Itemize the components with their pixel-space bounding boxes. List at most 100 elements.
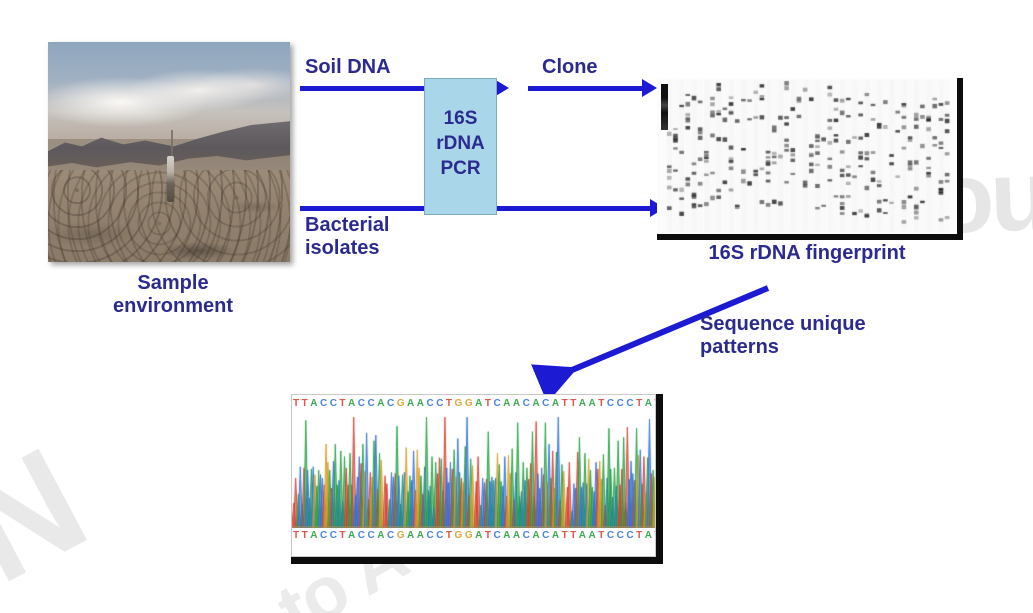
base-letter: A xyxy=(532,530,541,541)
base-letter: C xyxy=(493,398,502,409)
base-letter: T xyxy=(339,530,347,541)
clone-arrow-line xyxy=(528,86,642,91)
base-letter: C xyxy=(606,530,615,541)
base-letter: C xyxy=(493,530,502,541)
base-letter: T xyxy=(293,398,300,409)
sample-environment-photo xyxy=(48,42,290,262)
base-letter: T xyxy=(636,398,643,409)
photo-sky xyxy=(48,42,290,139)
base-call-strip-bottom: TTACCTACCACGAACCTGGATCAACACATTAATCCCTATT… xyxy=(292,528,655,543)
sequence-arrow xyxy=(531,285,770,404)
base-letter: T xyxy=(561,530,569,541)
base-letter: A xyxy=(551,530,560,541)
base-letter: A xyxy=(578,398,587,409)
base-letter: C xyxy=(329,530,338,541)
base-letter: C xyxy=(626,530,635,541)
soil-dna-arrow-head xyxy=(494,79,509,97)
base-letter: A xyxy=(348,398,356,409)
base-letter: A xyxy=(348,530,356,541)
gel-marker-ladder xyxy=(661,84,668,130)
base-letter: A xyxy=(644,398,653,409)
pcr-step-label: 16S rDNA PCR xyxy=(436,108,485,179)
base-letter: A xyxy=(406,530,415,541)
base-letter: C xyxy=(542,530,550,541)
base-letter: T xyxy=(445,398,453,409)
clone-label: Clone xyxy=(542,56,598,78)
base-letter: C xyxy=(367,398,376,409)
base-letter: T xyxy=(484,530,492,541)
chromatogram-baseline xyxy=(292,526,655,528)
base-letter: A xyxy=(503,530,511,541)
base-letter: C xyxy=(319,398,328,409)
base-letter: C xyxy=(329,398,338,409)
base-letter: C xyxy=(426,398,435,409)
base-letter: A xyxy=(588,530,597,541)
base-letter: T xyxy=(445,530,453,541)
base-letter: A xyxy=(416,530,425,541)
base-letter: A xyxy=(406,398,415,409)
base-letter: G xyxy=(454,530,463,541)
base-letter: A xyxy=(532,398,541,409)
base-letter: A xyxy=(588,398,597,409)
gel-bands-canvas xyxy=(657,78,957,234)
base-letter: G xyxy=(396,398,405,409)
base-letter: A xyxy=(578,530,587,541)
chromatogram-trace-canvas xyxy=(292,411,655,530)
base-letter: A xyxy=(503,398,511,409)
base-letter: T xyxy=(653,398,655,409)
sample-environment-caption: Sample environment xyxy=(112,272,234,317)
base-letter: C xyxy=(626,398,635,409)
base-letter: C xyxy=(436,398,444,409)
soil-dna-arrow-line xyxy=(300,86,494,91)
base-letter: G xyxy=(464,398,474,409)
base-letter: C xyxy=(616,398,625,409)
soil-dna-label: Soil DNA xyxy=(305,56,391,78)
base-call-strip-top: TTACCTACCACGAACCTGGATCAACACATTAATCCCTATT… xyxy=(292,396,655,411)
base-letter: A xyxy=(310,398,318,409)
clone-arrow-head xyxy=(642,79,657,97)
bacterial-isolates-label: Bacterial isolates xyxy=(305,214,390,259)
base-letter: T xyxy=(484,398,492,409)
base-letter: T xyxy=(561,398,569,409)
base-letter: A xyxy=(475,530,483,541)
base-letter: G xyxy=(454,398,463,409)
base-letter: C xyxy=(357,530,366,541)
base-letter: T xyxy=(301,398,309,409)
pcr-step-box xyxy=(424,78,497,215)
base-letter: T xyxy=(598,530,605,541)
base-letter: C xyxy=(522,398,531,409)
base-letter: G xyxy=(396,530,405,541)
base-letter: C xyxy=(386,530,395,541)
base-letter: G xyxy=(464,530,474,541)
base-letter: C xyxy=(606,398,615,409)
base-letter: C xyxy=(522,530,531,541)
watermark-bottom-left: N xyxy=(0,417,106,613)
base-letter: C xyxy=(426,530,435,541)
base-letter: A xyxy=(551,398,560,409)
base-letter: A xyxy=(644,530,653,541)
base-letter: A xyxy=(512,530,521,541)
base-letter: T xyxy=(339,398,347,409)
base-letter: T xyxy=(570,398,577,409)
base-letter: T xyxy=(293,530,300,541)
base-letter: A xyxy=(377,530,385,541)
gel-fingerprint-image xyxy=(657,78,957,234)
base-letter: C xyxy=(357,398,366,409)
base-letter: A xyxy=(512,398,521,409)
base-letter: A xyxy=(475,398,483,409)
photo-pole xyxy=(171,130,174,168)
base-letter: T xyxy=(570,530,577,541)
base-letter: T xyxy=(598,398,605,409)
base-letter: C xyxy=(436,530,444,541)
base-letter: A xyxy=(377,398,385,409)
base-letter: C xyxy=(542,398,550,409)
base-letter: A xyxy=(310,530,318,541)
base-letter: C xyxy=(386,398,395,409)
base-letter: C xyxy=(367,530,376,541)
sequence-unique-patterns-label: Sequence unique patterns xyxy=(700,313,866,358)
base-letter: A xyxy=(416,398,425,409)
gel-fingerprint-caption: 16S rDNA fingerprint xyxy=(708,242,906,264)
base-letter: C xyxy=(616,530,625,541)
